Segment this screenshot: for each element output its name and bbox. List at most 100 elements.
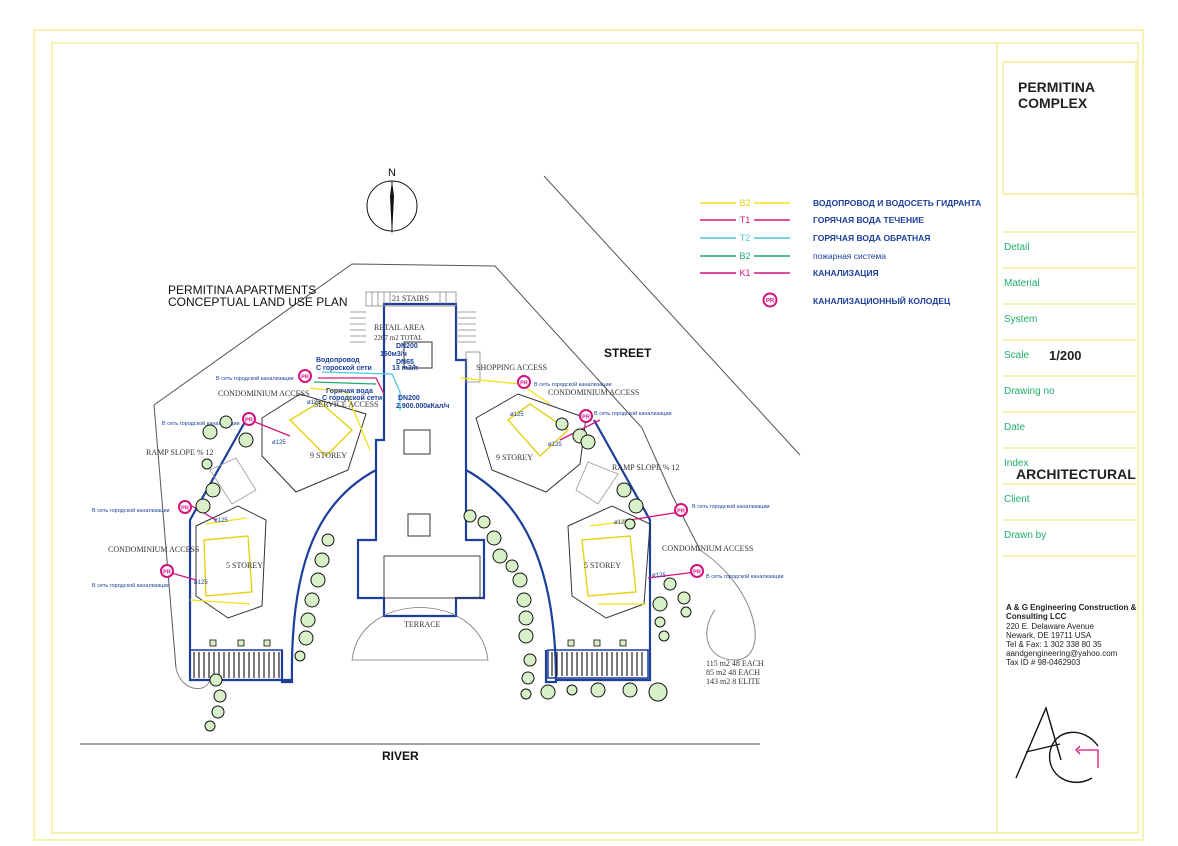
- legend-item-hot-flow: T1 ГОРЯЧАЯ ВОДА ТЕЧЕНИЕ: [700, 214, 924, 225]
- legend-code-water: B2: [739, 198, 750, 208]
- manhole-3: PR: [178, 500, 192, 514]
- pipe-label-6: ø125: [548, 442, 562, 448]
- legend-code-manhole: PR: [766, 299, 775, 305]
- manhole-4: PR: [160, 564, 174, 578]
- manholes: PR PR PR PR PR PR PR PR: [160, 369, 704, 578]
- manhole-5: PR: [517, 375, 531, 389]
- north-arrow: N: [366, 167, 418, 236]
- company-name-2: Consulting LCC: [1006, 612, 1067, 621]
- legend-item-manhole: PR КАНАЛИЗАЦИОННЫЙ КОЛОДЕЦ: [762, 292, 951, 308]
- stairs: [350, 291, 481, 383]
- condo-access-bottom-right: CONDOMINIUM ACCESS: [662, 544, 753, 553]
- outer-frame: [33, 29, 1144, 841]
- river-label: RIVER: [382, 749, 419, 763]
- storey9-left-label: 9 STOREY: [310, 451, 347, 460]
- power-value: 2.900.000кКал/ч: [396, 403, 449, 410]
- title-rules: [1003, 231, 1136, 557]
- trees: [195, 415, 692, 732]
- manhole-8-label: PR: [693, 570, 701, 576]
- plan-title-line2: CONCEPTUAL LAND USE PLAN: [168, 295, 348, 309]
- legend-item-fire: B2 пожарная система: [700, 250, 886, 261]
- sewer-note-1: В сеть городской канализации: [216, 375, 294, 382]
- ramps: [209, 457, 619, 505]
- flow-13: 13 m3/h: [392, 365, 418, 372]
- company-info: A & G Engineering Construction & Consult…: [1006, 603, 1137, 667]
- scale-label: Scale: [1004, 350, 1029, 361]
- manhole-6: PR: [579, 409, 593, 423]
- spine-core-2: [407, 513, 431, 537]
- pipe-label-1: ø125: [307, 400, 321, 406]
- manhole-8: PR: [690, 564, 704, 578]
- project-name-line2: COMPLEX: [1018, 95, 1088, 111]
- condo-access-top-left: CONDOMINIUM ACCESS: [218, 389, 309, 398]
- retail-area-line1: RETAIL AREA: [374, 323, 425, 332]
- sewer-note-7: В сеть городской канализации: [692, 503, 770, 510]
- material-label: Material: [1004, 278, 1040, 289]
- units-line1: 115 m2 48 EACH: [706, 659, 764, 668]
- legend-label-water: ВОДОПРОВОД И ВОДОСЕТЬ ГИДРАНТА: [813, 198, 981, 208]
- building-9storey-left: [261, 393, 367, 493]
- date-label: Date: [1004, 422, 1026, 433]
- company-logo: [1015, 705, 1099, 784]
- ramp-slope-left: RAMP SLOPE % 12: [146, 448, 214, 457]
- drawing-no-label: Drawing no: [1004, 386, 1055, 397]
- index-value: ARCHITECTURAL: [1016, 466, 1136, 482]
- condo-access-top-right: CONDOMINIUM ACCESS: [548, 388, 639, 397]
- sewer-notes: В сеть городской канализации В сеть горо…: [92, 375, 784, 589]
- dn65: DN65: [396, 359, 414, 366]
- water-source-line1: Водопровод: [316, 357, 360, 364]
- terrace-label: TERRACE: [404, 620, 441, 629]
- company-tax: Tax ID # 98-0462903: [1006, 658, 1081, 667]
- utility-pipes: [167, 371, 697, 605]
- site-outline: [80, 175, 801, 745]
- plan-labels: SERVICE ACCESS SHOPPING ACCESS CONDOMINI…: [108, 363, 764, 686]
- client-label: Client: [1004, 494, 1030, 505]
- storey5-right-label: 5 STOREY: [584, 561, 621, 570]
- pipe-label-3: ø125: [214, 518, 228, 524]
- sewer-note-5: В сеть городской канализации: [534, 381, 612, 388]
- manhole-3-label: PR: [181, 506, 189, 512]
- dn200-top: DN200: [396, 343, 418, 350]
- pipe-label-4: ø125: [194, 580, 208, 586]
- scale-value: 1/200: [1049, 348, 1082, 363]
- pipe-label-5: ø125: [510, 412, 524, 418]
- pipe-label-7: ø125: [614, 520, 628, 526]
- hot-source-line2: С городской сети: [322, 394, 382, 402]
- units-line3: 143 m2 8 ELITE: [706, 677, 761, 686]
- legend-code-hot-return: T2: [740, 233, 751, 243]
- manhole-6-label: PR: [582, 415, 590, 421]
- inner-frame: [51, 42, 1139, 834]
- manhole-7: PR: [674, 503, 688, 517]
- project-box: [1002, 61, 1137, 195]
- legend: B2 ВОДОПРОВОД И ВОДОСЕТЬ ГИДРАНТА T1 ГОР…: [700, 197, 981, 308]
- legend-code-fire: B2: [739, 251, 750, 261]
- terrace-arc: [351, 607, 489, 661]
- spine-pool: [383, 555, 481, 599]
- retail-area-line2: 2267 m2 TOTAL: [374, 334, 423, 342]
- service-access-label: SERVICE ACCESS: [314, 400, 379, 409]
- dn200-bottom: DN200: [398, 395, 420, 402]
- company-name-1: A & G Engineering Construction &: [1006, 603, 1137, 612]
- water-source-line2: С гороской сети: [316, 364, 372, 372]
- building-9storey-right: [475, 393, 587, 493]
- street-label: STREET: [604, 346, 652, 360]
- ramp-slope-right: RAMP SLOPE % 12: [612, 463, 680, 472]
- pipe-diameters: ø125 ø125 ø125 ø125 ø125 ø125 ø125 ø125: [194, 400, 666, 586]
- units-line2: 85 m2 48 EACH: [706, 668, 760, 677]
- parking-left: [189, 649, 283, 681]
- manhole-2-label: PR: [245, 418, 253, 424]
- legend-code-sewer: K1: [739, 268, 750, 278]
- drawn-by-label: Drawn by: [1004, 530, 1046, 541]
- manhole-2: PR: [242, 412, 256, 426]
- central-spine: [356, 302, 486, 618]
- pipe-label-2: ø125: [272, 440, 286, 446]
- index-label: Index: [1004, 458, 1028, 469]
- north-label: N: [388, 167, 396, 179]
- company-address-2: Newark, DE 19711 USA: [1006, 631, 1092, 640]
- retail-core: [403, 341, 433, 369]
- parking-right: [547, 649, 649, 679]
- legend-label-hot-return: ГОРЯЧАЯ ВОДА ОБРАТНАЯ: [813, 233, 930, 243]
- legend-label-hot-flow: ГОРЯЧАЯ ВОДА ТЕЧЕНИЕ: [813, 215, 924, 225]
- stairs-label: 21 STAIRS: [392, 294, 429, 303]
